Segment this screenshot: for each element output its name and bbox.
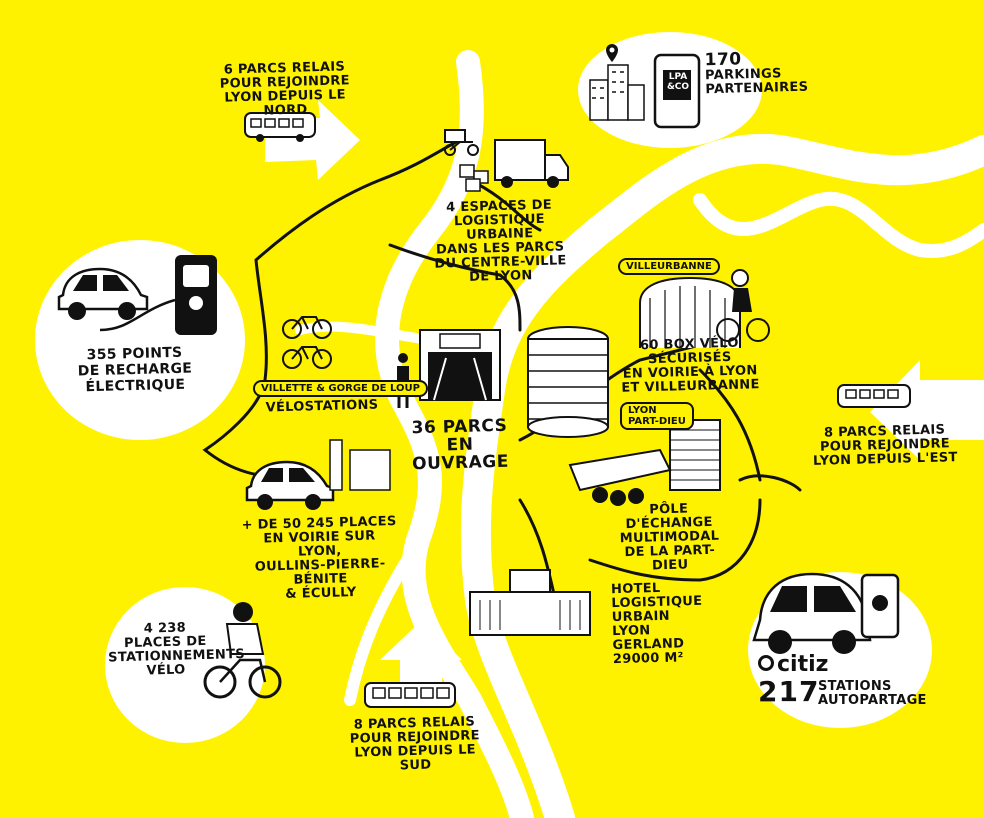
gerland-label: Hotel logistique urbain Lyon Gerland 290… <box>610 580 703 668</box>
boxes-icon <box>459 164 489 192</box>
tram-icon <box>364 682 456 708</box>
citiz-count: 217 <box>758 675 820 708</box>
east-relay-label: 8 parcs relais pour rejoindre Lyon depui… <box>812 422 958 469</box>
bike-boxes-label: 60 box vélo sécurisés en voirie à Lyon e… <box>621 335 760 396</box>
station-building-icon <box>568 419 721 506</box>
garages-label: 36 parcs en ouvrage <box>411 415 510 475</box>
location-pin-icon <box>758 655 774 671</box>
parking-garage-icon <box>419 329 501 401</box>
bubble-bikes <box>105 587 265 743</box>
north-relay-label: 6 parcs relais pour rejoindre Lyon depui… <box>219 59 351 119</box>
phone-icon <box>653 53 701 129</box>
velostations-tag: Villette & Gorge de Loup <box>253 380 428 397</box>
parkings-label: 170 parkings partenaires <box>704 49 809 98</box>
arrow-south <box>380 620 462 700</box>
cyclist-icon <box>203 602 282 699</box>
bike-places-label: 4 238 places de stationnements vélo <box>107 620 246 679</box>
saone-river <box>375 50 534 818</box>
tower-icon <box>527 326 609 438</box>
warehouse-icon <box>469 569 591 636</box>
canal <box>693 191 984 258</box>
citiz-label: stations autopartage <box>818 679 927 708</box>
charging-station-icon <box>175 255 217 335</box>
logistics-label: 4 espaces de logistique urbaine dans les… <box>434 197 567 285</box>
city-icon <box>589 64 645 121</box>
exchange-hub-label: Pôle d'échange multimodal de la Part-Die… <box>619 501 720 574</box>
villeurbanne-tag: Villeurbanne <box>618 258 720 275</box>
car-icon <box>57 267 149 320</box>
bicycle-icon <box>282 346 332 369</box>
bus-icon <box>244 112 316 142</box>
charging-cable <box>99 298 176 332</box>
river-branch-sw <box>344 534 426 706</box>
street-parking-label: + de 50 245 places en voirie sur Lyon, O… <box>241 513 397 602</box>
bicycle-icon <box>282 316 332 339</box>
street-scene-icon <box>329 439 391 491</box>
ring-road <box>202 138 802 622</box>
car-icon <box>245 460 335 510</box>
cargo-bike-icon <box>444 129 479 156</box>
tram-icon <box>837 384 911 408</box>
cyclist-icon <box>716 269 770 342</box>
location-pin-icon <box>606 44 618 62</box>
truck-icon <box>494 139 569 188</box>
phone-icon <box>860 573 900 639</box>
citiz-logo: citiz <box>758 652 828 677</box>
lpa-logo: LPA &CO <box>666 72 690 92</box>
south-relay-label: 8 parcs relais pour rejoindre Lyon depui… <box>349 714 481 774</box>
charging-label: 355 points de recharge électrique <box>77 344 193 396</box>
partdieu-tag: Lyon Part-Dieu <box>620 402 694 430</box>
